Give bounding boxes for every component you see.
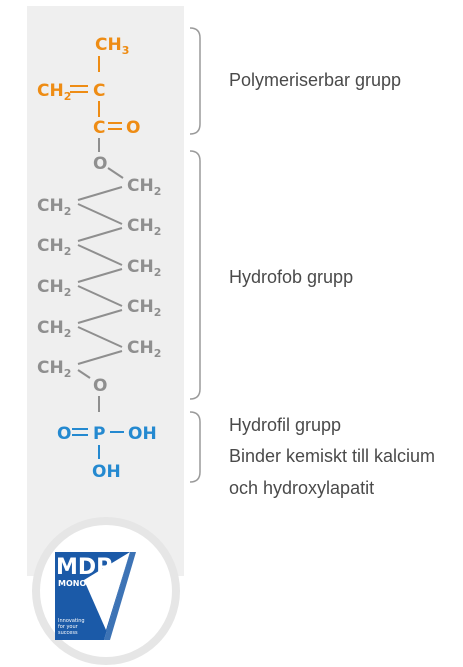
chain-ch2-r2: CH2	[127, 216, 161, 238]
phos-o-label: O	[57, 424, 71, 444]
brackets	[189, 27, 201, 483]
logo-diagonal	[104, 552, 136, 640]
label-hydrophilic-3: och hydroxylapatit	[229, 478, 374, 498]
phos-p-label: P	[93, 424, 105, 444]
zig-bond-2	[77, 203, 123, 225]
phos-oh-right-label: OH	[128, 424, 157, 444]
ester-o-label: O	[93, 154, 107, 174]
zig-bond-9	[77, 350, 123, 365]
ch3-label: CH3	[95, 35, 129, 57]
chain-ch2-r3: CH2	[127, 257, 161, 279]
zig-bond-6	[77, 285, 123, 307]
chain-ch2-l4: CH2	[37, 318, 71, 340]
zig-bond-7	[77, 309, 123, 324]
zig-bond-3	[77, 227, 123, 242]
phosphate-o-label: O	[93, 376, 107, 396]
c-mid-label: C	[93, 118, 105, 138]
zig-bond-1	[77, 186, 123, 201]
zig-bond-5	[77, 268, 123, 283]
chain-ch2-l3: CH2	[37, 277, 71, 299]
label-hydrophilic-1: Hydrofil grupp	[229, 415, 341, 435]
phos-oh-bottom-label: OH	[92, 462, 121, 482]
polymerizable-group: CH3 CH2 C C O	[37, 35, 140, 138]
c-top-label: C	[93, 81, 105, 101]
logo-white-wedge	[84, 552, 130, 630]
label-hydrophobic: Hydrofob grupp	[229, 267, 353, 287]
zig-bond-8	[77, 326, 123, 348]
bracket-hydrophilic	[189, 411, 201, 483]
logo-tagline-1: Innovating	[58, 618, 85, 624]
bracket-polymerizable	[189, 27, 201, 135]
carbonyl-o-label: O	[126, 118, 140, 138]
zig-bond-4	[77, 244, 123, 266]
ch2-left-label: CH2	[37, 81, 71, 103]
logo-mdp-text: MDP	[56, 555, 112, 580]
chain-ch2-r4: CH2	[127, 297, 161, 319]
mdp-logo: MDP MONOMER Innovating for your success	[32, 517, 180, 665]
hydrophobic-group: O CH2 CH2 CH2 CH2 CH2 CH2 CH2 CH2 CH2 CH…	[37, 138, 161, 412]
structure-panel	[27, 6, 184, 576]
chain-ch2-l5: CH2	[37, 358, 71, 380]
label-polymerizable: Polymeriserbar grupp	[229, 70, 401, 90]
hydrophilic-group: O P OH OH	[57, 424, 157, 482]
chain-ch2-l2: CH2	[37, 236, 71, 258]
chain-ch2-r1: CH2	[127, 176, 161, 198]
chain-ch2-r5: CH2	[127, 338, 161, 360]
logo-tagline-3: success	[58, 630, 78, 636]
label-hydrophilic-2: Binder kemiskt till kalcium	[229, 446, 435, 466]
bond-o-ch2	[107, 167, 124, 179]
bond-ch2-o	[77, 369, 91, 379]
bracket-hydrophobic	[189, 150, 201, 400]
logo-monomer-text: MONOMER	[58, 579, 106, 588]
logo-tagline-2: for your	[58, 624, 79, 630]
chain-ch2-l1: CH2	[37, 196, 71, 218]
